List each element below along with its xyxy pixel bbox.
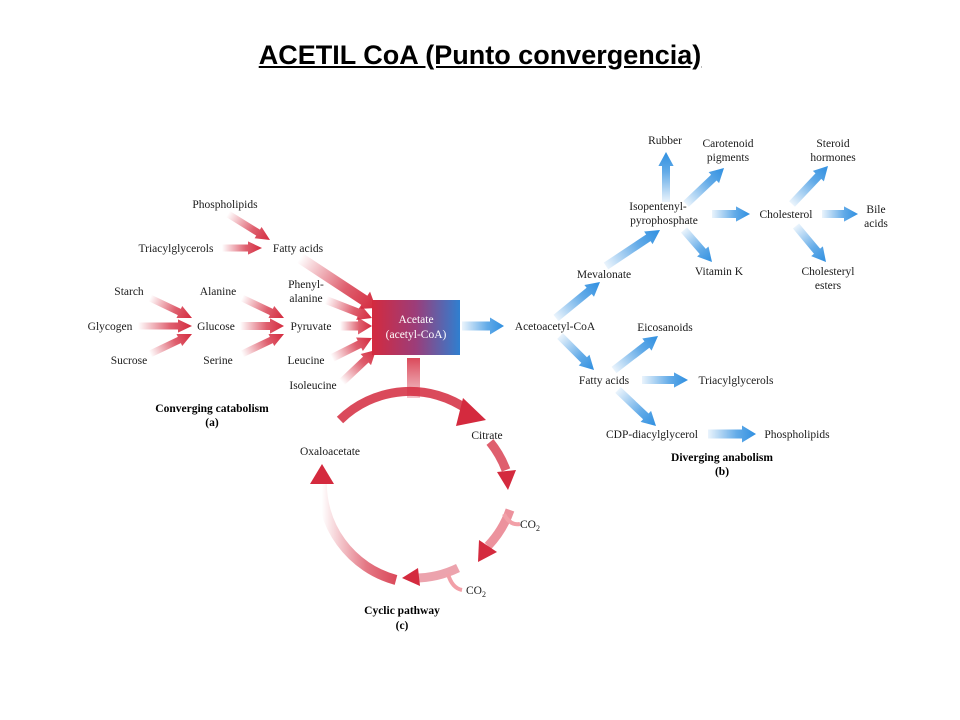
arrow-cholesterol-to-cholesteryl	[792, 223, 827, 263]
arrow-cholesterol-to-steroid	[789, 166, 828, 207]
caption-letter-c: (c)	[396, 620, 409, 632]
arrow-isopentenyl-to-carotenoid	[683, 168, 724, 207]
label-phospholipids-out: Phospholipids	[764, 429, 830, 441]
label-cholesterol: Cholesterol	[759, 209, 812, 221]
label-eicosanoids: Eicosanoids	[637, 322, 693, 334]
label-serine: Serine	[203, 355, 232, 367]
cycle-arc-top	[336, 387, 471, 424]
arrow-acetate-to-acetoacetyl	[462, 317, 504, 335]
catabolism-labels: Phospholipids Triacylglycerols Fatty aci…	[88, 199, 337, 429]
arrow-acetoacetyl-to-mevalonate	[553, 281, 601, 322]
caption-letter-b: (b)	[715, 466, 729, 478]
label-steroid-1: Steroid	[816, 138, 849, 150]
cycle-arc-left	[316, 477, 398, 585]
arrow-serine-to-pyruvate	[240, 334, 284, 358]
label-glycogen: Glycogen	[88, 321, 133, 333]
arrow-sucrose-to-glucose	[148, 334, 192, 358]
label-leucine: Leucine	[287, 355, 324, 367]
slide-title: ACETIL CoA (Punto convergencia)	[258, 40, 702, 70]
label-oxaloacetate: Oxaloacetate	[300, 446, 360, 458]
label-isopentenyl-2: pyrophosphate	[630, 215, 698, 227]
caption-letter-a: (a)	[205, 417, 219, 429]
label-rubber: Rubber	[648, 135, 682, 147]
label-fatty-acids-in: Fatty acids	[273, 243, 324, 255]
cycle-arrowhead-right	[497, 470, 516, 490]
label-phospholipids-in: Phospholipids	[192, 199, 258, 211]
arrow-glycogen-to-glucose	[138, 319, 192, 333]
label-cholesteryl-2: esters	[815, 280, 842, 292]
caption-diverging: Diverging anabolism	[671, 452, 773, 464]
arrow-isopentenyl-to-vitamin-k	[680, 227, 713, 263]
center-label-1: Acetate	[398, 314, 433, 326]
label-acetoacetyl-coa: Acetoacetyl-CoA	[515, 321, 596, 333]
arrow-cholesterol-to-bile	[822, 206, 858, 222]
label-alanine: Alanine	[200, 286, 236, 298]
cycle-arrowhead-oxaloacetate	[310, 464, 334, 484]
label-vitamin-k: Vitamin K	[695, 266, 744, 278]
cycle-arrowhead-citrate	[456, 398, 486, 426]
label-sucrose: Sucrose	[111, 355, 147, 367]
arrow-starch-to-glucose	[148, 294, 192, 318]
label-cholesteryl-1: Cholesteryl	[801, 266, 854, 278]
anabolism-arrows	[462, 152, 858, 443]
co2-branch-1	[502, 513, 521, 527]
arrow-isopentenyl-to-cholesterol	[712, 206, 750, 222]
label-steroid-2: hormones	[810, 152, 856, 164]
label-co2-1: CO2	[520, 519, 540, 533]
label-bile-1: Bile	[866, 204, 885, 216]
cycle-arc-right-upper	[486, 439, 511, 472]
label-triacylglycerols-out: Triacylglycerols	[699, 375, 774, 387]
label-carotenoid-2: pigments	[707, 152, 750, 164]
arrow-fatty-acids-to-triacylglycerols	[642, 372, 688, 388]
center-label-2: (acetyl-CoA)	[386, 329, 447, 341]
label-citrate: Citrate	[471, 430, 502, 442]
arrow-mevalonate-to-isopentenyl	[603, 230, 660, 270]
label-phenylalanine-2: alanine	[289, 293, 322, 305]
label-pyruvate: Pyruvate	[291, 321, 332, 333]
arrow-phospholipids-to-fatty-acids	[226, 211, 271, 241]
label-fatty-acids-out: Fatty acids	[579, 375, 630, 387]
label-cdp-diacylglycerol: CDP-diacylglycerol	[606, 429, 698, 441]
label-bile-2: acids	[864, 218, 888, 230]
label-starch: Starch	[114, 286, 144, 298]
label-mevalonate: Mevalonate	[577, 269, 631, 281]
catabolism-arrows	[138, 211, 377, 385]
label-phenylalanine-1: Phenyl-	[288, 279, 324, 291]
caption-converging: Converging catabolism	[155, 403, 269, 415]
cycle-arc-right-lower	[484, 508, 515, 550]
label-isoleucine: Isoleucine	[289, 380, 336, 392]
label-co2-2: CO2	[466, 585, 486, 599]
cycle-labels: Oxaloacetate Citrate CO2 CO2 Cyclic path…	[300, 430, 540, 632]
cyclic-pathway	[310, 358, 521, 592]
label-glucose: Glucose	[197, 321, 235, 333]
arrow-acetoacetyl-to-fatty-acids	[557, 333, 595, 371]
arrow-alanine-to-pyruvate	[240, 294, 284, 318]
anabolism-labels: Acetoacetyl-CoA Mevalonate Isopentenyl- …	[515, 135, 889, 478]
arrow-fatty-acids-to-acetate	[296, 253, 376, 310]
arrow-cdp-to-phospholipids	[708, 425, 756, 443]
arrow-isopentenyl-to-rubber	[658, 152, 674, 202]
arrow-fatty-acids-to-cdp	[615, 387, 656, 426]
arrow-fatty-acids-to-eicosanoids	[611, 335, 659, 374]
arrow-pyruvate-to-acetate	[340, 317, 372, 335]
caption-cyclic: Cyclic pathway	[364, 605, 440, 617]
acetyl-coa-box: Acetate (acetyl-CoA)	[372, 300, 460, 355]
arrow-leucine-to-acetate	[330, 337, 373, 362]
label-carotenoid-1: Carotenoid	[702, 138, 753, 150]
arrow-triacylglycerols-to-fatty-acids	[222, 241, 262, 255]
cycle-arrowhead-bottom	[402, 568, 420, 586]
arrow-glucose-to-pyruvate	[240, 318, 284, 334]
label-triacylglycerols-in: Triacylglycerols	[139, 243, 214, 255]
co2-branch-2	[446, 573, 463, 592]
arrow-isoleucine-to-acetate	[339, 349, 377, 385]
label-isopentenyl-1: Isopentenyl-	[629, 201, 687, 213]
arrow-phenylalanine-to-acetate	[324, 296, 373, 320]
cycle-arrowhead-lower	[478, 540, 497, 562]
